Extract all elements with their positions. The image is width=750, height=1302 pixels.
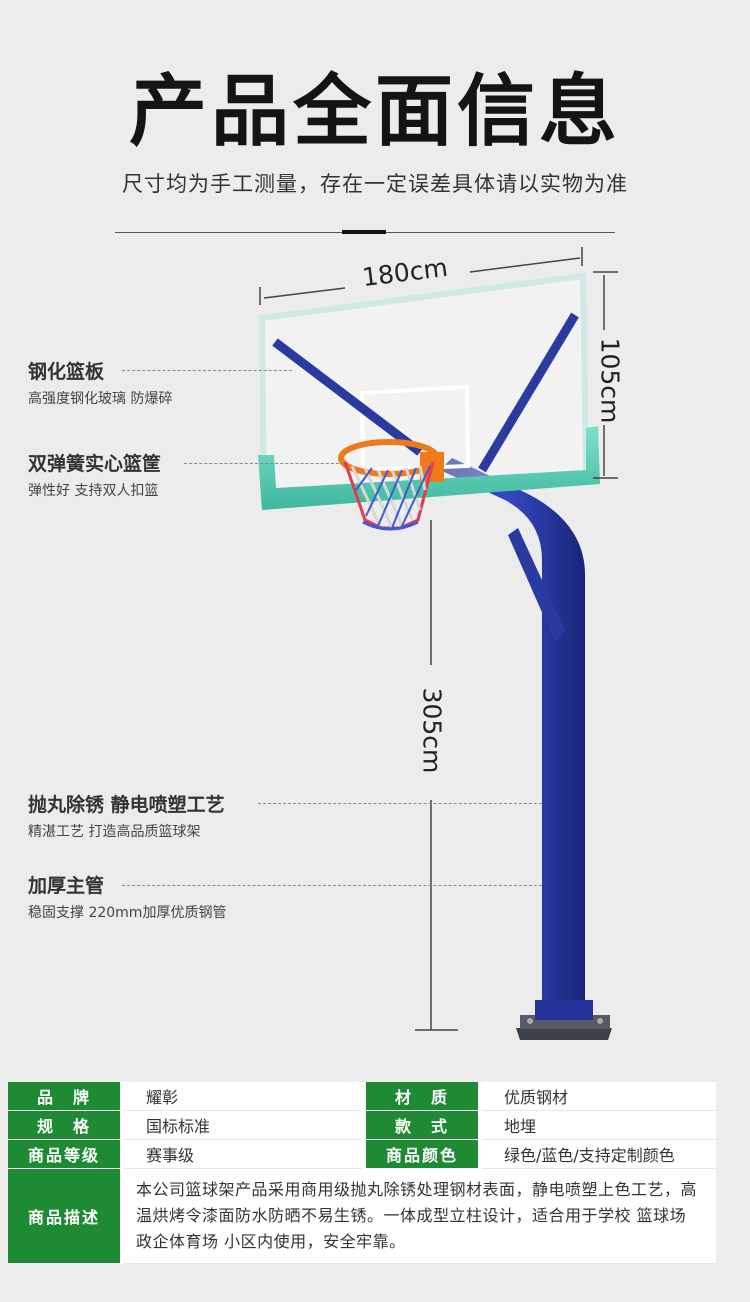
spec-value-style: 地埋 [482,1111,716,1140]
spec-key-color: 商品颜色 [366,1140,478,1169]
spec-key-material: 材 质 [366,1082,478,1111]
spec-row: 规 格 国标标准 款 式 地埋 [8,1111,716,1140]
leader-line [122,370,292,371]
page-subtitle: 尺寸均为手工测量，存在一定误差具体请以实物为准 [122,172,628,196]
main-post [440,458,593,1020]
spec-row-description: 商品描述 本公司篮球架产品采用商用级抛丸除锈处理钢材表面，静电喷塑上色工艺，高温… [8,1169,716,1264]
spec-value-grade: 赛事级 [124,1140,362,1169]
feature-title: 加厚主管 [28,875,105,897]
spec-key-standard: 规 格 [8,1111,120,1140]
spec-key-brand: 品 牌 [8,1082,120,1111]
feature-desc: 精湛工艺 打造高品质篮球架 [28,824,201,840]
basketball-hoop-illustration [258,247,618,1040]
spec-value-material: 优质钢材 [482,1082,716,1111]
spec-row: 商品等级 赛事级 商品颜色 绿色/蓝色/支持定制颜色 [8,1140,716,1169]
feature-title: 双弹簧实心篮筐 [28,453,162,475]
spec-key-description: 商品描述 [8,1169,120,1264]
spec-value-brand: 耀彰 [124,1082,362,1111]
spec-value-standard: 国标标准 [124,1111,362,1140]
rim-height-label: 305cm [417,687,447,774]
feature-backboard: 钢化篮板 高强度钢化玻璃 防爆碎 [28,360,172,408]
spec-row: 品 牌 耀彰 材 质 优质钢材 [8,1082,716,1111]
leader-line [184,463,344,464]
feature-desc: 稳固支撑 220mm加厚优质钢管 [28,905,227,921]
page-title: 产品全面信息 [128,67,621,157]
rim-and-net [338,439,444,531]
height-dimension [593,271,618,479]
feature-coating: 抛丸除锈 静电喷塑工艺 精湛工艺 打造高品质篮球架 [28,793,225,841]
feature-title: 钢化篮板 [28,361,105,383]
spec-value-color: 绿色/蓝色/支持定制颜色 [482,1140,716,1169]
feature-rim: 双弹簧实心篮筐 弹性好 支持双人扣篮 [28,452,161,500]
feature-title: 抛丸除锈 静电喷塑工艺 [28,794,225,816]
spec-value-description: 本公司篮球架产品采用商用级抛丸除锈处理钢材表面，静电喷塑上色工艺，高温烘烤令漆面… [124,1169,716,1264]
feature-desc: 高强度钢化玻璃 防爆碎 [28,391,173,407]
leader-line [258,803,542,804]
feature-post: 加厚主管 稳固支撑 220mm加厚优质钢管 [28,874,226,922]
product-hero: 产品全面信息 尺寸均为手工测量，存在一定误差具体请以实物为准 [28,67,628,1040]
width-dimension [259,247,583,305]
feature-desc: 弹性好 支持双人扣篮 [28,483,159,499]
leader-line [122,885,542,886]
divider-mark [342,230,386,234]
rim-height-dimension [415,520,458,1031]
backboard [258,272,600,510]
spec-table: 品 牌 耀彰 材 质 优质钢材 规 格 国标标准 款 式 地埋 商品等级 赛事级… [8,1082,716,1264]
spec-key-style: 款 式 [366,1111,478,1140]
spec-key-grade: 商品等级 [8,1140,120,1169]
height-label: 105cm [595,337,625,424]
